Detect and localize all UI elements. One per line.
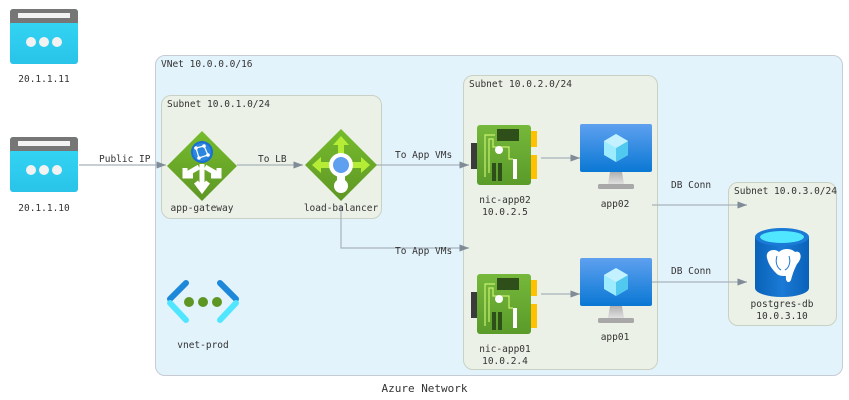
application-gateway-icon bbox=[167, 131, 237, 201]
vnet-cluster-label: VNet 10.0.0.0/16 bbox=[161, 59, 253, 70]
nic-app01-name: nic-app01 bbox=[479, 344, 531, 355]
subnet-2-label: Subnet 10.0.2.0/24 bbox=[469, 79, 572, 90]
edge-label-to-lb: To LB bbox=[258, 154, 287, 165]
client-node-20-1-1-10[interactable] bbox=[10, 137, 78, 192]
virtual-network-icon bbox=[167, 280, 239, 323]
app01-node[interactable] bbox=[580, 258, 652, 326]
app02-label: app02 bbox=[600, 199, 630, 210]
edge-label-db-conn-2: DB Conn bbox=[671, 266, 712, 277]
client-browser-icon bbox=[10, 137, 78, 192]
network-interface-icon bbox=[471, 125, 537, 185]
app-gateway-node[interactable] bbox=[166, 130, 238, 202]
subnet-1-label: Subnet 10.0.1.0/24 bbox=[167, 99, 270, 110]
network-interface-icon bbox=[471, 274, 537, 334]
vnet-prod-label: vnet-prod bbox=[177, 340, 229, 351]
nic-app02-name: nic-app02 bbox=[479, 195, 531, 206]
client-1-label: 20.1.1.11 bbox=[18, 74, 70, 85]
postgres-db-node[interactable] bbox=[755, 228, 809, 298]
nic-app02-ip: 10.0.2.5 bbox=[482, 207, 528, 218]
client-node-20-1-1-11[interactable] bbox=[10, 9, 78, 64]
load-balancer-icon bbox=[305, 129, 377, 201]
client-browser-icon bbox=[10, 9, 78, 64]
edge-label-public-ip: Public IP bbox=[99, 154, 151, 165]
client-2-label: 20.1.1.10 bbox=[18, 203, 70, 214]
diagram-title: Azure Network bbox=[381, 382, 468, 395]
edge-label-db-conn-1: DB Conn bbox=[671, 180, 712, 191]
nic-app02-node[interactable] bbox=[471, 125, 541, 187]
nic-app01-ip: 10.0.2.4 bbox=[482, 356, 528, 367]
app01-label: app01 bbox=[600, 332, 630, 343]
virtual-machine-icon bbox=[580, 124, 652, 189]
nic-app01-label: nic-app01 10.0.2.4 bbox=[479, 344, 530, 368]
postgres-db-name: postgres-db bbox=[750, 299, 814, 310]
load-balancer-label: load-balancer bbox=[303, 203, 379, 214]
nic-app01-node[interactable] bbox=[471, 274, 541, 336]
virtual-machine-icon bbox=[580, 258, 652, 323]
app-gateway-label: app-gateway bbox=[170, 203, 234, 214]
postgres-db-ip: 10.0.3.10 bbox=[756, 311, 808, 322]
subnet-3-label: Subnet 10.0.3.0/24 bbox=[734, 186, 837, 197]
vnet-prod-node[interactable] bbox=[166, 280, 240, 326]
app02-node[interactable] bbox=[580, 124, 652, 192]
nic-app02-label: nic-app02 10.0.2.5 bbox=[479, 195, 530, 219]
postgresql-database-icon bbox=[755, 228, 809, 297]
postgres-db-label: postgres-db 10.0.3.10 bbox=[751, 299, 814, 323]
edge-label-to-app-vms-2: To App VMs bbox=[395, 246, 453, 257]
edge-label-to-app-vms-1: To App VMs bbox=[395, 150, 453, 161]
load-balancer-node[interactable] bbox=[304, 128, 378, 202]
